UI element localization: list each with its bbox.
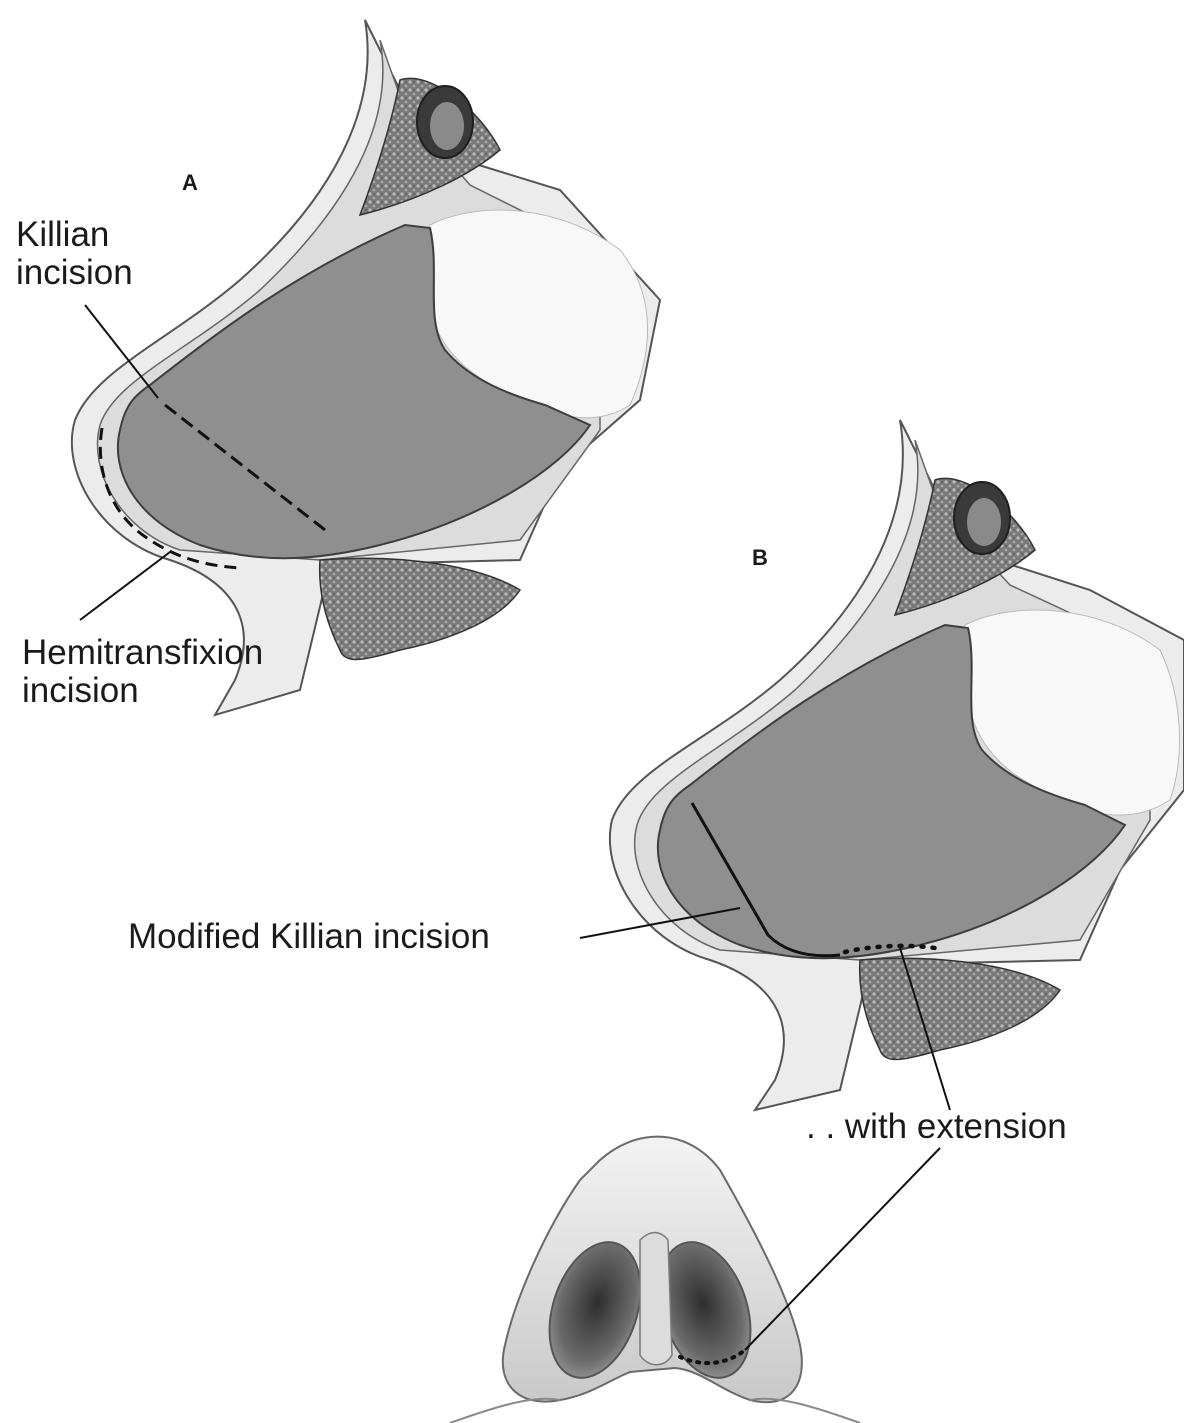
panel-b-illustration xyxy=(580,420,1184,1110)
nose-base-shoulders xyxy=(450,1399,860,1423)
panel-b-maxillary-crest xyxy=(860,958,1060,1059)
columella xyxy=(640,1233,672,1365)
panel-a-letter: A xyxy=(182,170,198,196)
nose-basal-view xyxy=(450,1137,940,1423)
panel-a-hemi-leader xyxy=(80,552,170,620)
panel-a-maxillary-crest xyxy=(320,558,520,659)
panel-b-letter: B xyxy=(752,545,768,571)
basal-extension-leader xyxy=(745,1148,940,1350)
hemitransfixion-label-line1: Hemitransfixion xyxy=(22,634,263,671)
extension-label: . . with extension xyxy=(806,1108,1067,1145)
killian-incision-label-line2: incision xyxy=(16,254,133,291)
modified-killian-label: Modified Killian incision xyxy=(128,918,490,955)
killian-incision-label-line1: Killian xyxy=(16,216,109,253)
hemitransfixion-label-line2: incision xyxy=(22,672,139,709)
panel-a-illustration xyxy=(72,20,660,715)
